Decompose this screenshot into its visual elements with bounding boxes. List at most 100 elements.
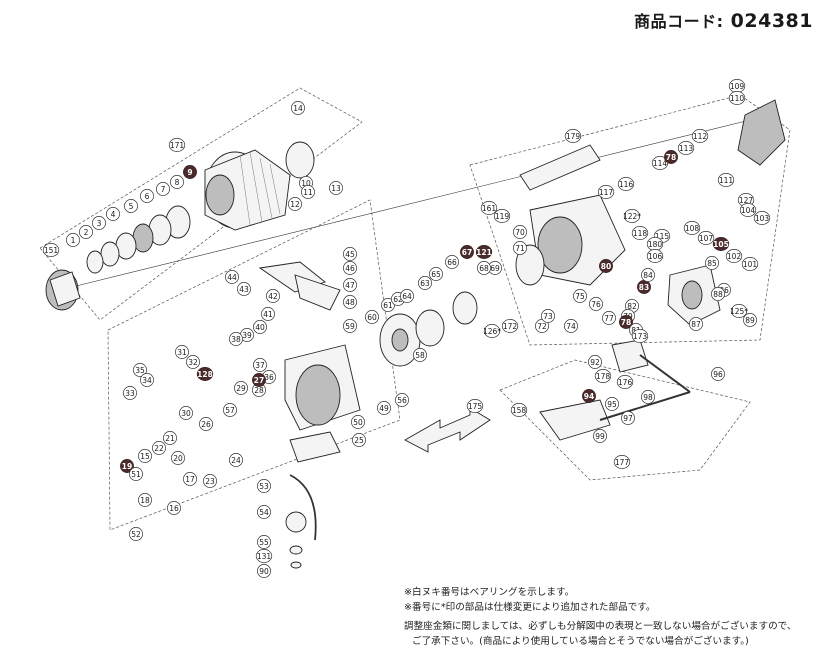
part-number-circle <box>171 451 185 465</box>
part-callout-66: 66 <box>445 255 459 269</box>
part-number-label: 180 <box>648 240 663 249</box>
part-number-label: 105 <box>713 240 729 249</box>
part-number-circle <box>92 216 106 230</box>
part-number-label: 13 <box>331 184 341 193</box>
part-number-circle <box>697 231 715 245</box>
part-number-circle <box>711 287 725 301</box>
part-callout-117: 117 <box>597 185 615 199</box>
part-number-label: 103 <box>755 214 770 223</box>
part-callout-99: 99 <box>593 429 607 443</box>
part-callout-109: 109 <box>728 79 746 93</box>
part-number-circle <box>179 406 193 420</box>
part-number-label: 5 <box>129 202 134 211</box>
part-number-circle <box>616 375 634 389</box>
part-callout-95: 95 <box>605 397 619 411</box>
part-number-circle <box>138 493 152 507</box>
body-group-frame <box>469 94 791 346</box>
part-number-label: 76 <box>591 300 601 309</box>
part-number-circle <box>229 453 243 467</box>
part-number-label: 87 <box>691 320 701 329</box>
part-number-label: 80 <box>601 262 611 271</box>
part-number-label: 18 <box>140 496 150 505</box>
part-callout-101: 101 <box>741 257 759 271</box>
part-callout-108: 108 <box>683 221 701 235</box>
part-number-label: 108 <box>685 224 700 233</box>
part-number-label: 37 <box>255 361 265 370</box>
part-number-label: 68 <box>479 264 489 273</box>
part-number-circle <box>743 313 757 327</box>
part-callout-13: 13 <box>329 181 343 195</box>
part-number-circle <box>646 249 664 263</box>
part-number-label: 173 <box>633 332 648 341</box>
part-callout-171: 171 <box>168 138 186 152</box>
part-number-label: 54 <box>259 508 269 517</box>
bearing-marker <box>619 315 633 329</box>
part-callout-63: 63 <box>418 276 432 290</box>
part-callout-89: 89 <box>743 313 757 327</box>
part-number-circle <box>365 310 379 324</box>
part-number-circle <box>602 311 616 325</box>
part-callout-119: 119 <box>493 209 511 223</box>
part-number-label: 19 <box>122 462 132 471</box>
part-number-label: 113 <box>679 144 694 153</box>
part-number-label: 46 <box>345 264 355 273</box>
part-number-label: 176 <box>618 378 633 387</box>
part-number-circle <box>728 91 746 105</box>
part-number-label: 116 <box>619 180 634 189</box>
part-number-circle <box>564 129 582 143</box>
part-number-circle <box>623 209 641 223</box>
part-callout-103: 103 <box>753 211 771 225</box>
part-callout-85: 85 <box>705 256 719 270</box>
part-number-circle <box>257 535 271 549</box>
part-callout-5: 5 <box>124 199 138 213</box>
part-number-label: 71 <box>515 244 525 253</box>
part-callout-55: 55 <box>257 535 271 549</box>
part-callout-19: 19 <box>120 459 134 473</box>
part-number-label: 151 <box>44 246 59 255</box>
part-callout-33: 33 <box>123 386 137 400</box>
part-number-label: 7 <box>161 185 166 194</box>
part-callout-121: 121 <box>475 245 493 259</box>
part-number-label: 24 <box>231 456 241 465</box>
part-number-label: 84 <box>643 271 653 280</box>
part-callout-158: 158 <box>510 403 528 417</box>
part-number-label: 23 <box>205 477 215 486</box>
part-number-label: 56 <box>397 396 407 405</box>
part-callout-1: 1 <box>66 233 80 247</box>
part-number-label: 33 <box>125 389 135 398</box>
part-number-label: 115 <box>655 232 670 241</box>
part-number-circle <box>167 501 181 515</box>
bearing-marker <box>460 245 474 259</box>
part-number-label: 39 <box>242 331 252 340</box>
part-callout-23: 23 <box>203 474 217 488</box>
part-number-circle <box>257 479 271 493</box>
handle-illustration <box>539 339 691 441</box>
part-callout-107: 107 <box>697 231 715 245</box>
part-number-circle <box>168 138 186 152</box>
part-callout-112: 112 <box>691 129 709 143</box>
part-number-circle <box>138 449 152 463</box>
part-number-circle <box>237 282 251 296</box>
part-number-circle <box>480 201 498 215</box>
part-callout-105: 105 <box>712 237 730 251</box>
notes-section: ※白ヌキ番号はベアリングを示します。 ※番号に*印の部品は仕様変更により追加され… <box>404 586 824 649</box>
part-callout-45: 45 <box>343 247 357 261</box>
part-callout-80: 80 <box>599 259 613 273</box>
part-number-circle <box>641 390 655 404</box>
part-number-label: 11 <box>303 188 313 197</box>
part-number-label: 172 <box>503 322 518 331</box>
part-number-circle <box>223 403 237 417</box>
note-bearing: ※白ヌキ番号はベアリングを示します。 <box>404 587 575 598</box>
part-callout-20: 20 <box>171 451 185 465</box>
part-number-circle <box>513 225 527 239</box>
part-number-circle <box>689 317 703 331</box>
part-number-circle <box>564 319 578 333</box>
part-callout-38: 38 <box>229 332 243 346</box>
part-number-circle <box>140 189 154 203</box>
part-number-label: 29 <box>236 384 246 393</box>
part-callout-161: 161 <box>480 201 498 215</box>
part-number-label: 48 <box>345 298 355 307</box>
part-number-label: 26 <box>201 420 211 429</box>
part-number-label: 77 <box>604 314 614 323</box>
